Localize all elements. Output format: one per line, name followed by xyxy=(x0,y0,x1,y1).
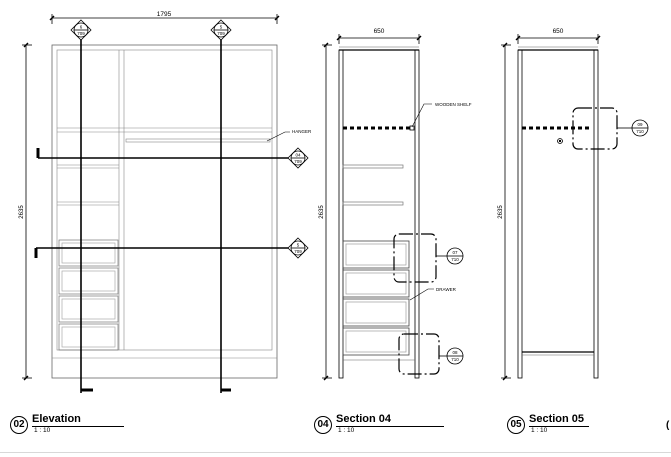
section05-title-rule xyxy=(529,426,589,427)
elevation-width-dimension xyxy=(49,14,280,24)
section-cut-line-d xyxy=(34,237,309,259)
marker-a-bottom: 709 xyxy=(77,31,85,36)
hanger-leader xyxy=(266,131,290,142)
marker-c-top: 04 xyxy=(295,153,301,158)
section05-view-title: Section 05 xyxy=(529,413,585,425)
elevation-view xyxy=(22,14,309,393)
section-cut-line-b xyxy=(210,19,232,393)
section04-title-block: 04 Section 04 1 : 10 xyxy=(314,412,444,442)
wooden-shelf-leader xyxy=(411,103,432,128)
section-cut-line-a xyxy=(70,19,93,393)
section05-view-scale: 1 : 10 xyxy=(531,427,548,434)
section04-detail-region-a xyxy=(393,233,437,283)
section04-callout-a-top: 07 xyxy=(452,250,458,255)
section04-title-rule xyxy=(336,426,444,427)
section04-drawers xyxy=(342,240,410,356)
section05-callout-top: 09 xyxy=(637,122,643,127)
elevation-view-number: 02 xyxy=(10,416,28,434)
section04-height-label: 2635 xyxy=(319,205,325,219)
section05-height-dimension xyxy=(501,42,511,381)
marker-d-top: 5 xyxy=(297,243,300,248)
section05-detail-region xyxy=(572,107,618,150)
elevation-cabinet-outline xyxy=(51,44,278,379)
section05-height-label: 2635 xyxy=(498,205,504,219)
marker-d-bottom: 709 xyxy=(294,249,302,254)
section05-view xyxy=(501,34,649,381)
marker-c-bottom: 709 xyxy=(294,159,302,164)
section05-view-number: 05 xyxy=(507,416,525,434)
drawer-leader xyxy=(409,288,434,301)
section04-view-scale: 1 : 10 xyxy=(338,427,355,434)
elevation-view-title: Elevation xyxy=(32,413,81,425)
elevation-title-rule xyxy=(32,426,124,427)
section04-shelves xyxy=(342,164,404,206)
edge-title-fragment: ( xyxy=(666,420,670,430)
page-bottom-rule xyxy=(0,452,671,453)
section04-detail-region-b xyxy=(398,333,440,375)
section04-view xyxy=(322,34,464,381)
section05-title-block: 05 Section 05 1 : 10 xyxy=(507,412,597,442)
section04-view-title: Section 04 xyxy=(336,413,392,425)
elevation-hanger-rod xyxy=(125,138,271,143)
elevation-height-label: 2635 xyxy=(19,205,25,219)
elevation-height-dimension xyxy=(22,42,32,381)
section05-width-label: 650 xyxy=(553,28,564,35)
section04-callout-a-bottom: 710 xyxy=(451,257,459,262)
section04-width-label: 650 xyxy=(374,28,385,35)
section04-width-dimension xyxy=(336,34,422,44)
section05-callout-bottom: 710 xyxy=(636,129,644,134)
section04-view-number: 04 xyxy=(314,416,332,434)
elevation-title-block: 02 Elevation 1 : 10 xyxy=(10,412,124,442)
wooden-shelf-note: WOODEN SHELF xyxy=(435,102,472,107)
hanger-note: HANGER xyxy=(292,129,312,134)
marker-b-bottom: 709 xyxy=(217,31,225,36)
marker-b-top: 5 xyxy=(220,25,223,30)
section04-height-dimension xyxy=(322,42,332,381)
drawer-note: DRAWER xyxy=(436,287,457,292)
elevation-left-shelves xyxy=(57,164,119,206)
elevation-drawers xyxy=(58,239,119,351)
marker-a-top: 6 xyxy=(80,25,83,30)
section-cut-line-c xyxy=(36,147,309,169)
elevation-view-scale: 1 : 10 xyxy=(34,427,51,434)
elevation-width-label: 1795 xyxy=(157,11,172,18)
section04-callout-b-bottom: 710 xyxy=(451,357,459,362)
section05-width-dimension xyxy=(515,34,601,44)
section04-callout-b-top: 08 xyxy=(452,350,458,355)
